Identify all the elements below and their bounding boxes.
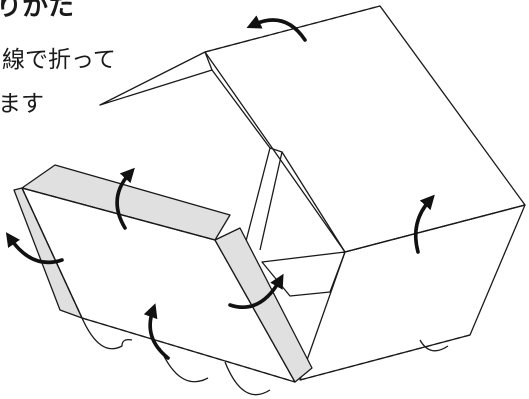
tab-fold-line	[81, 317, 296, 383]
inner-wall-mid	[259, 147, 283, 251]
instruction-line-2: ます	[0, 91, 44, 117]
middle-flap	[214, 227, 313, 383]
front-tab	[419, 339, 449, 352]
tuck-flap	[99, 51, 213, 106]
curved-arrow-icon	[115, 167, 135, 230]
curved-arrow-icon	[228, 273, 284, 310]
curved-arrow-icon	[5, 232, 64, 265]
instruction-heading: りかた	[0, 0, 75, 22]
curved-arrow-icon	[413, 194, 435, 254]
front-panel	[299, 204, 526, 381]
lid-fold-line-top	[204, 5, 381, 53]
curved-arrow-icon	[143, 303, 170, 360]
scalloped-tabs	[81, 317, 271, 396]
instruction-line-1: 線で折って	[2, 47, 116, 73]
inner-edge	[281, 151, 346, 253]
curved-arrow-icon	[246, 15, 307, 42]
